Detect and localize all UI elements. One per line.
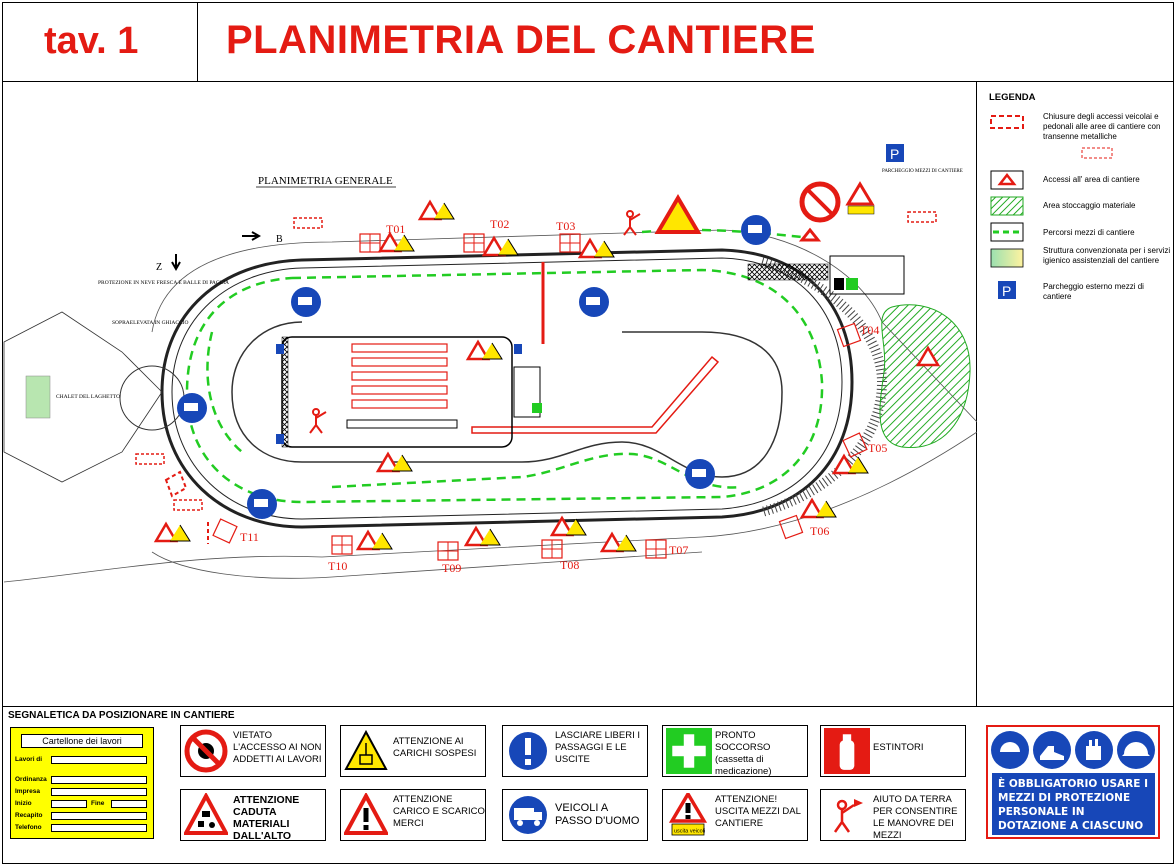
svg-text:uscita veicoli: uscita veicoli — [674, 829, 705, 835]
legend-item-barriers: Chiusure degli accessi veicolai e pedona… — [987, 112, 1167, 162]
tower-t09: T09 — [437, 541, 461, 575]
label-parcheggio: PARCHEGGIO MEZZI DI CANTIERE — [882, 169, 963, 174]
fire-extinguisher-icon — [824, 728, 870, 774]
svg-text:P: P — [1002, 283, 1011, 299]
falling-materials-icon — [184, 793, 228, 835]
access-icon — [798, 227, 822, 242]
tower-t05: T05 — [842, 432, 887, 458]
tower-t02: T02 — [463, 217, 509, 253]
access-legend-icon — [990, 170, 1024, 190]
legend-item-access: Accessi all' area di cantiere — [987, 170, 1167, 190]
svg-text:T09: T09 — [442, 561, 461, 575]
svg-text:T05: T05 — [868, 441, 887, 455]
svg-text:T11: T11 — [240, 530, 259, 544]
svg-text:T07: T07 — [669, 543, 688, 557]
svg-text:T03: T03 — [556, 219, 575, 233]
signage-title: SEGNALETICA DA POSIZIONARE IN CANTIERE — [8, 710, 235, 721]
tower-t06: T06 — [778, 514, 829, 540]
label-sopraelevata: SOPRAELEVATA IN GHIACCIO — [112, 320, 188, 326]
label-z: Z — [156, 262, 162, 273]
sheet-number-box: tav. 1 — [2, 2, 198, 82]
legend-title: LEGENDA — [989, 92, 1036, 103]
vehicle-exit-icon: uscita veicoli — [668, 793, 708, 836]
truck-icon — [509, 796, 547, 834]
path-legend-icon — [990, 222, 1024, 242]
storage-legend-icon — [990, 196, 1024, 216]
tower-t07: T07 — [645, 539, 688, 559]
flagman-icon — [309, 210, 641, 434]
general-warning-icon — [344, 793, 388, 835]
site-plan: PLANIMETRIA GENERALE — [2, 82, 978, 706]
warning-sign-group — [153, 199, 941, 553]
page-title: PLANIMETRIA DEL CANTIERE — [226, 18, 816, 62]
title-box: PLANIMETRIA DEL CANTIERE — [198, 2, 1174, 82]
sign-first-aid: PRONTO SOCCORSO (cassetta di medicazione… — [662, 725, 808, 777]
suspended-load-icon — [344, 729, 388, 770]
vehicle-sign-group — [177, 215, 771, 519]
svg-text:P: P — [890, 146, 899, 162]
parking-icon — [886, 144, 904, 162]
sign-suspended-loads: ATTENZIONE AI CARICHI SOSPESI — [340, 725, 486, 777]
label-chalet: CHALET DEL LAGHETTO — [56, 394, 120, 400]
sign-keep-exits-clear: LASCIARE LIBERI I PASSAGGI E LE USCITE — [502, 725, 648, 777]
sheet-number: tav. 1 — [44, 20, 139, 62]
svg-text:T01: T01 — [386, 222, 405, 236]
label-b: B — [276, 234, 283, 245]
ppe-icons — [991, 731, 1155, 769]
label-protezione: PROTEZIONE IN NEVE FRESCA E BALLE DI PAG… — [98, 280, 229, 286]
svg-text:T10: T10 — [328, 559, 347, 573]
ppe-mandatory-sign: È OBBLIGATORIO USARE I MEZZI DI PROTEZIO… — [986, 725, 1160, 839]
svg-text:T08: T08 — [560, 558, 579, 572]
no-access-icon — [184, 729, 228, 773]
signage-panel: SEGNALETICA DA POSIZIONARE IN CANTIERE C… — [2, 706, 1174, 864]
info-icon — [509, 732, 547, 770]
barrier-image-icon — [1081, 147, 1113, 159]
legend-item-storage: Area stoccaggio materiale — [987, 196, 1167, 216]
barrier-group — [135, 211, 937, 511]
tower-t08: T08 — [541, 539, 579, 572]
sign-ground-help: AIUTO DA TERRA PER CONSENTIRE LE MANOVRE… — [820, 789, 966, 841]
legend: LEGENDA Chiusure degli accessi veicolai … — [977, 82, 1174, 706]
tower-t11: T11 — [212, 518, 259, 544]
svg-text:T06: T06 — [810, 524, 829, 538]
legend-item-parking: P Parcheggio esterno mezzi di cantiere — [987, 280, 1167, 304]
tower-t04: T04 — [836, 322, 879, 348]
legend-item-paths: Percorsi mezzi di cantiere — [987, 222, 1167, 242]
flagman-sign-icon — [833, 799, 863, 833]
exit-warning-icon — [654, 194, 702, 234]
sign-loading-unloading: ATTENZIONE CARICO E SCARICO MERCI — [340, 789, 486, 841]
sign-vehicle-exit: uscita veicoli ATTENZIONE! USCITA MEZZI … — [662, 789, 808, 841]
plan-subtitle: PLANIMETRIA GENERALE — [258, 175, 393, 187]
sign-falling-materials: ATTENZIONE CADUTA MATERIALI DALL'ALTO — [180, 789, 326, 842]
sign-fire-extinguisher: ESTINTORI — [820, 725, 966, 777]
tower-t10: T10 — [328, 535, 353, 573]
site-plan-drawing: PLANIMETRIA GENERALE — [3, 144, 978, 583]
svg-text:T04: T04 — [860, 323, 879, 337]
tower-t01: T01 — [359, 222, 405, 253]
services-legend-icon — [990, 248, 1024, 268]
construction-board-title: Cartellone dei lavori — [21, 734, 143, 748]
first-aid-icon — [666, 728, 712, 774]
sign-walking-speed: VEICOLI A PASSO D'UOMO — [502, 789, 648, 841]
ppe-mandatory-text: È OBBLIGATORIO USARE I MEZZI DI PROTEZIO… — [992, 773, 1155, 835]
barrier-legend-icon — [990, 115, 1024, 129]
parking-legend-icon: P — [998, 281, 1016, 299]
legend-item-services: Struttura convenzionata per i servizi ig… — [987, 246, 1170, 278]
construction-board: Cartellone dei lavori Lavori di Ordinanz… — [10, 727, 154, 839]
tower-t03: T03 — [556, 219, 581, 253]
svg-text:T02: T02 — [490, 217, 509, 231]
sign-no-access: VIETATO L'ACCESSO AI NON ADDETTI AI LAVO… — [180, 725, 326, 777]
